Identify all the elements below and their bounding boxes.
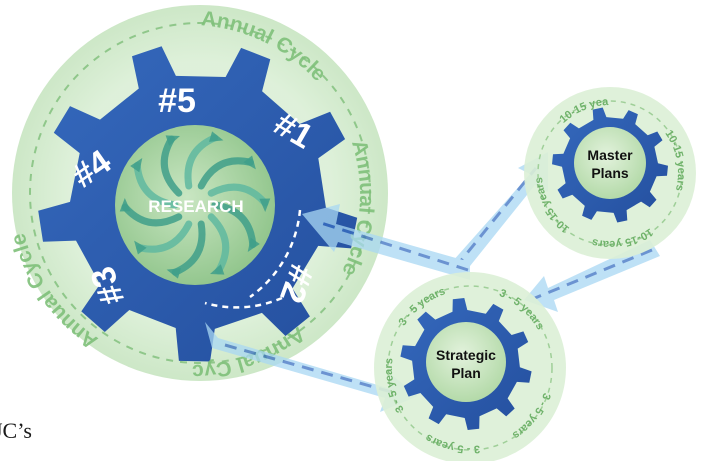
swirl-arrow xyxy=(211,201,257,248)
master-plans-hub xyxy=(574,127,646,199)
strategic-plan-label-line2: Plan xyxy=(451,365,481,381)
master-plans-label-line1: Master xyxy=(587,147,633,163)
step-5-label: #5 xyxy=(158,82,196,120)
arrow-research-to-strategic xyxy=(205,322,418,412)
strategic-plan-group: Strategic Plan 3 - 5 years 3 - 5 years 3… xyxy=(374,272,566,461)
swirl-arrowhead xyxy=(130,158,143,173)
swirl-arrowhead xyxy=(165,135,180,146)
annual-cycle-dashed-track xyxy=(29,22,371,364)
research-swirl-arrows xyxy=(119,131,271,279)
swirl-arrow xyxy=(160,135,183,197)
swirl-arrowhead xyxy=(243,155,256,170)
swirl-arrow xyxy=(207,183,269,207)
swirl-arrowhead xyxy=(209,131,224,142)
master-plans-label-line2: Plans xyxy=(591,165,629,181)
strategic-plan-hub xyxy=(426,322,506,402)
swirl-arrowhead xyxy=(247,237,260,252)
swirl-arrow xyxy=(197,157,254,190)
swirl-arrow xyxy=(133,162,179,209)
research-hub-label: RESEARCH xyxy=(148,197,243,216)
gear-dashed-arc-right xyxy=(249,209,302,299)
research-hub xyxy=(115,125,275,285)
swirl-arrow xyxy=(171,220,206,276)
swirl-arrow xyxy=(136,220,193,253)
swirl-arrowhead xyxy=(166,268,181,279)
swirl-arrow xyxy=(121,203,183,227)
swirl-arrowhead xyxy=(119,198,131,212)
swirl-arrowhead xyxy=(134,240,147,255)
swirl-arrow xyxy=(184,134,219,190)
annual-cycle-group: RESEARCH #5 #1 #4 #3 #2 Annual Cycle Ann… xyxy=(0,0,388,383)
swirl-arrow xyxy=(207,213,230,275)
arrow-strategic-to-research xyxy=(302,204,470,280)
footer-caption-fragment: JC’s xyxy=(0,418,32,443)
swirl-arrowhead xyxy=(259,198,271,212)
strategic-plan-label-line1: Strategic xyxy=(436,347,496,363)
swirl-arrowhead xyxy=(210,264,225,275)
gear-dashed-arc-bottom xyxy=(204,296,283,309)
